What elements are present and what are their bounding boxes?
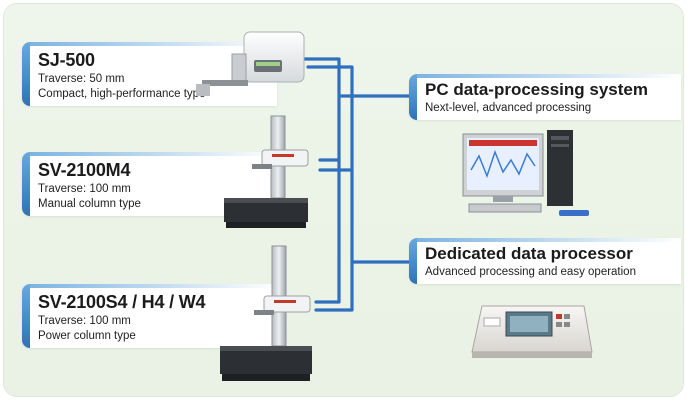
destination-description: Next-level, advanced processing <box>425 102 592 114</box>
destination-title: Dedicated data processor <box>425 244 633 263</box>
destination-label-processor: Dedicated data processor Advanced proces… <box>409 238 681 284</box>
connector-svm4-pc <box>318 94 341 162</box>
diagram-panel: SJ-500 Traverse: 50 mm Compact, high-per… <box>3 3 684 397</box>
connector-svs4-pc <box>314 158 341 304</box>
instrument-traverse: Traverse: 50 mm <box>38 73 125 85</box>
destination-label-pc: PC data-processing system Next-level, ad… <box>409 74 681 120</box>
data-processor-image <box>471 305 593 358</box>
destination-title: PC data-processing system <box>425 80 648 99</box>
pc-system-image <box>462 130 589 216</box>
connector-svs4-dp <box>314 260 354 312</box>
instrument-type: Manual column type <box>38 198 141 210</box>
connector-lines <box>302 57 411 312</box>
instrument-traverse: Traverse: 100 mm <box>38 315 131 327</box>
connector-sj500-dp <box>306 65 411 264</box>
destination-description: Advanced processing and easy operation <box>425 266 636 278</box>
connector-sj500-pc <box>302 57 411 98</box>
instrument-type: Compact, high-performance type <box>38 88 206 100</box>
instrument-label-sv2100s4: SV-2100S4 / H4 / W4 Traverse: 100 mm Pow… <box>22 284 277 348</box>
instrument-traverse: Traverse: 100 mm <box>38 183 131 195</box>
sj500-device-image <box>196 31 305 96</box>
instrument-title: SV-2100S4 / H4 / W4 <box>38 292 206 312</box>
instrument-title: SJ-500 <box>38 50 95 70</box>
sv2100m4-device-image <box>224 115 309 228</box>
sv2100s4-device-image <box>220 245 312 381</box>
instrument-type: Power column type <box>38 330 136 342</box>
instrument-title: SV-2100M4 <box>38 160 131 180</box>
